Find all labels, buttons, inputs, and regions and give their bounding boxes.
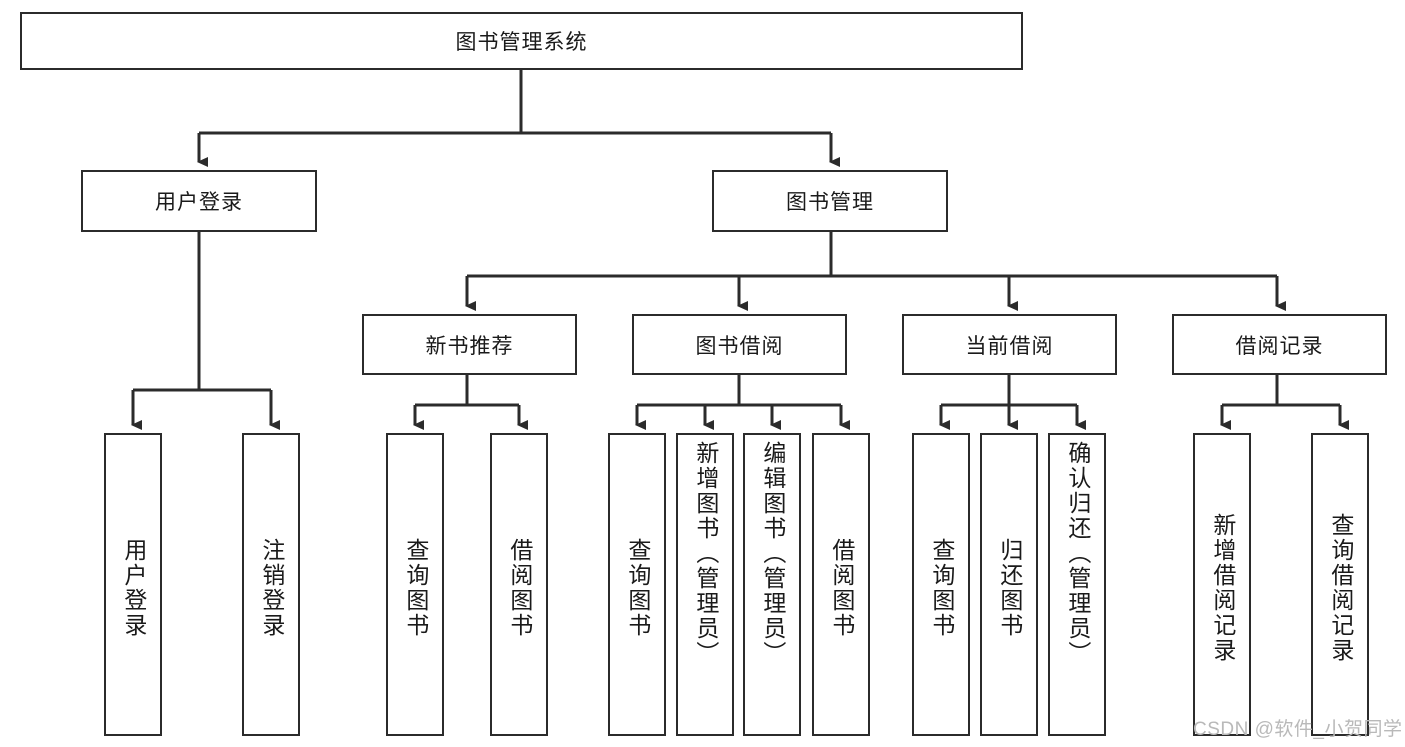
node-current-borrow[interactable]: 当前借阅: [902, 314, 1117, 375]
leaf-add-book[interactable]: 新增图书（管理员）: [676, 433, 734, 736]
node-user-login[interactable]: 用户登录: [81, 170, 317, 232]
node-label: 归还图书: [996, 537, 1023, 638]
node-label: 新书推荐: [425, 334, 514, 358]
node-label: 当前借阅: [965, 334, 1054, 358]
node-label: 编辑图书（管理员）: [759, 441, 786, 666]
node-label: 图书管理: [786, 191, 874, 214]
leaf-borrow-book-1[interactable]: 借阅图书: [490, 433, 548, 736]
leaf-query-book-2[interactable]: 查询图书: [608, 433, 666, 736]
leaf-edit-book[interactable]: 编辑图书（管理员）: [743, 433, 801, 736]
leaf-return-book[interactable]: 归还图书: [980, 433, 1038, 736]
node-label: 查询图书: [624, 537, 651, 638]
node-label: 查询图书: [928, 537, 955, 638]
node-new-book-rec[interactable]: 新书推荐: [362, 314, 577, 375]
leaf-query-book-1[interactable]: 查询图书: [386, 433, 444, 736]
node-label: 查询借阅记录: [1327, 512, 1354, 663]
node-label: 查询图书: [402, 537, 429, 638]
node-label: 借阅图书: [828, 537, 855, 638]
node-label: 图书管理系统: [455, 31, 588, 54]
leaf-borrow-book-2[interactable]: 借阅图书: [812, 433, 870, 736]
node-label: 注销登录: [258, 537, 285, 638]
node-label: 新增借阅记录: [1209, 512, 1236, 663]
leaf-user-login[interactable]: 用户登录: [104, 433, 162, 736]
node-label: 用户登录: [155, 191, 243, 214]
node-book-manage[interactable]: 图书管理: [712, 170, 948, 232]
node-label: 图书借阅: [695, 334, 784, 358]
node-label: 借阅记录: [1235, 334, 1324, 358]
node-root[interactable]: 图书管理系统: [20, 12, 1023, 70]
node-book-borrow[interactable]: 图书借阅: [632, 314, 847, 375]
leaf-query-book-3[interactable]: 查询图书: [912, 433, 970, 736]
leaf-add-record[interactable]: 新增借阅记录: [1193, 433, 1251, 736]
node-borrow-record[interactable]: 借阅记录: [1172, 314, 1387, 375]
node-label: 确认归还（管理员）: [1064, 441, 1091, 666]
node-label: 新增图书（管理员）: [692, 441, 719, 666]
node-label: 借阅图书: [506, 537, 533, 638]
csdn-watermark: CSDN @软件_小贺同学: [1193, 719, 1403, 740]
leaf-user-logout[interactable]: 注销登录: [242, 433, 300, 736]
leaf-confirm-return[interactable]: 确认归还（管理员）: [1048, 433, 1106, 736]
leaf-query-record[interactable]: 查询借阅记录: [1311, 433, 1369, 736]
node-label: 用户登录: [120, 537, 147, 638]
